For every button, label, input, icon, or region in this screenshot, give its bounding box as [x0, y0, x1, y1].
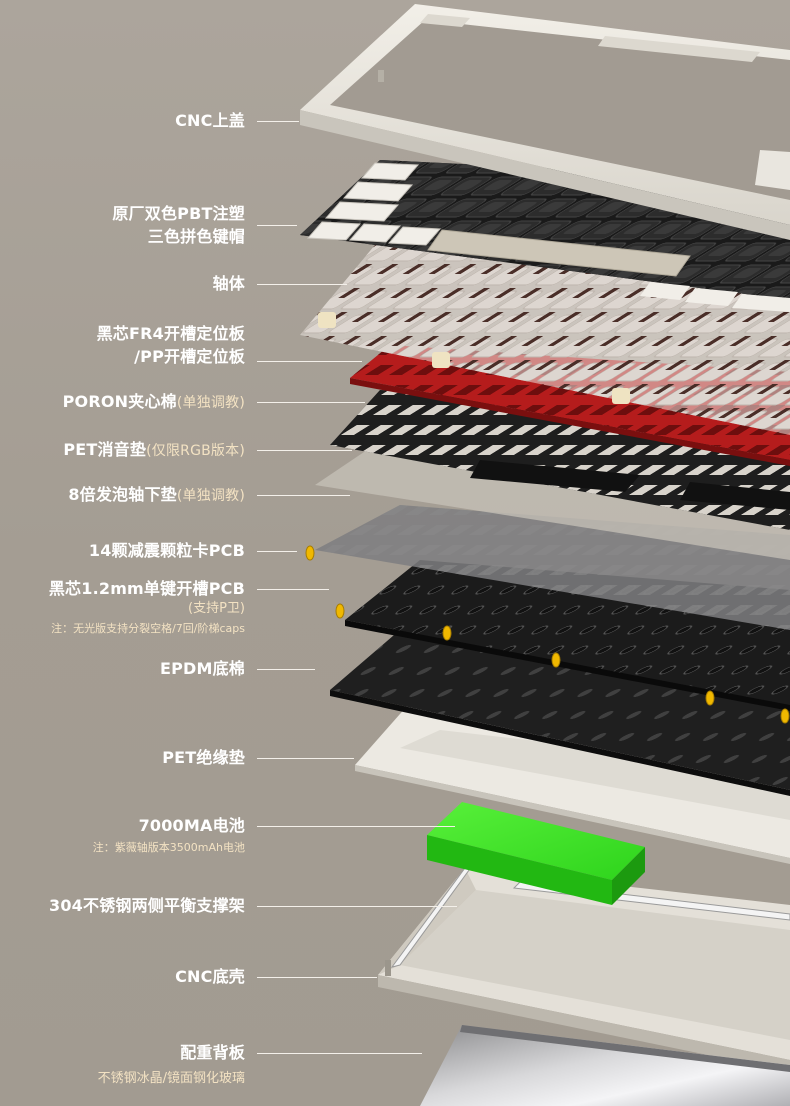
label-pet-sound: PET消音垫(仅限RGB版本) [63, 438, 245, 463]
label-pet-sound-text: PET消音垫 [63, 440, 146, 459]
label-plate-line2: /PP开槽定位板 [97, 345, 245, 368]
label-pcb: 黑芯1.2mm单键开槽PCB [49, 577, 245, 600]
label-backplate: 配重背板 [180, 1041, 245, 1064]
leader-line-backplate [257, 1053, 422, 1054]
leader-line-cnc-bottom [257, 977, 377, 978]
label-epdm: EPDM底棉 [160, 657, 245, 680]
leader-line-cnc-top [257, 121, 299, 122]
leader-line-poron [257, 402, 365, 403]
leader-line-plate [257, 361, 362, 362]
label-battery-note: 注：紫薇轴版本3500mAh电池 [93, 841, 245, 855]
label-cnc-bottom: CNC底壳 [175, 965, 245, 988]
label-backplate-note: 不锈钢冰晶/镜面钢化玻璃 [98, 1071, 245, 1087]
label-poron-note: (单独调教) [177, 395, 245, 411]
label-pet-insulation: PET绝缘垫 [162, 746, 245, 769]
label-foam: 8倍发泡轴下垫(单独调教) [68, 483, 245, 508]
label-plate-line1: 黑芯FR4开槽定位板 [97, 322, 245, 345]
label-pcb-note2: 注：无光版支持分裂空格/7回/阶梯caps [51, 622, 245, 636]
leader-line-epdm [257, 669, 315, 670]
label-keycaps: 原厂双色PBT注塑 三色拼色键帽 [112, 202, 245, 248]
label-plate: 黑芯FR4开槽定位板 /PP开槽定位板 [97, 322, 245, 368]
label-pet-sound-note: (仅限RGB版本) [146, 443, 245, 459]
label-foam-note: (单独调教) [177, 488, 245, 504]
label-cnc-top: CNC上盖 [175, 109, 245, 132]
label-steel-frame: 304不锈钢两侧平衡支撑架 [49, 894, 245, 917]
leader-line-switches [257, 284, 347, 285]
label-poron-text: PORON夹心棉 [63, 392, 177, 411]
leader-line-steel-frame [257, 906, 457, 907]
label-gasket: 14颗减震颗粒卡PCB [89, 539, 245, 562]
leader-line-keycaps [257, 225, 297, 226]
leader-line-gasket [257, 551, 297, 552]
label-pcb-note1: (支持P卫) [188, 601, 245, 617]
label-poron: PORON夹心棉(单独调教) [63, 390, 245, 415]
leader-line-pcb [257, 589, 329, 590]
label-keycaps-line1: 原厂双色PBT注塑 [112, 202, 245, 225]
leader-line-foam [257, 495, 350, 496]
label-switches: 轴体 [213, 272, 245, 295]
leader-line-battery [257, 826, 455, 827]
label-foam-text: 8倍发泡轴下垫 [68, 485, 177, 504]
label-keycaps-line2: 三色拼色键帽 [112, 225, 245, 248]
leader-line-pet-insulation [257, 758, 354, 759]
leader-line-pet-sound [257, 450, 352, 451]
label-battery: 7000MA电池 [139, 814, 245, 837]
